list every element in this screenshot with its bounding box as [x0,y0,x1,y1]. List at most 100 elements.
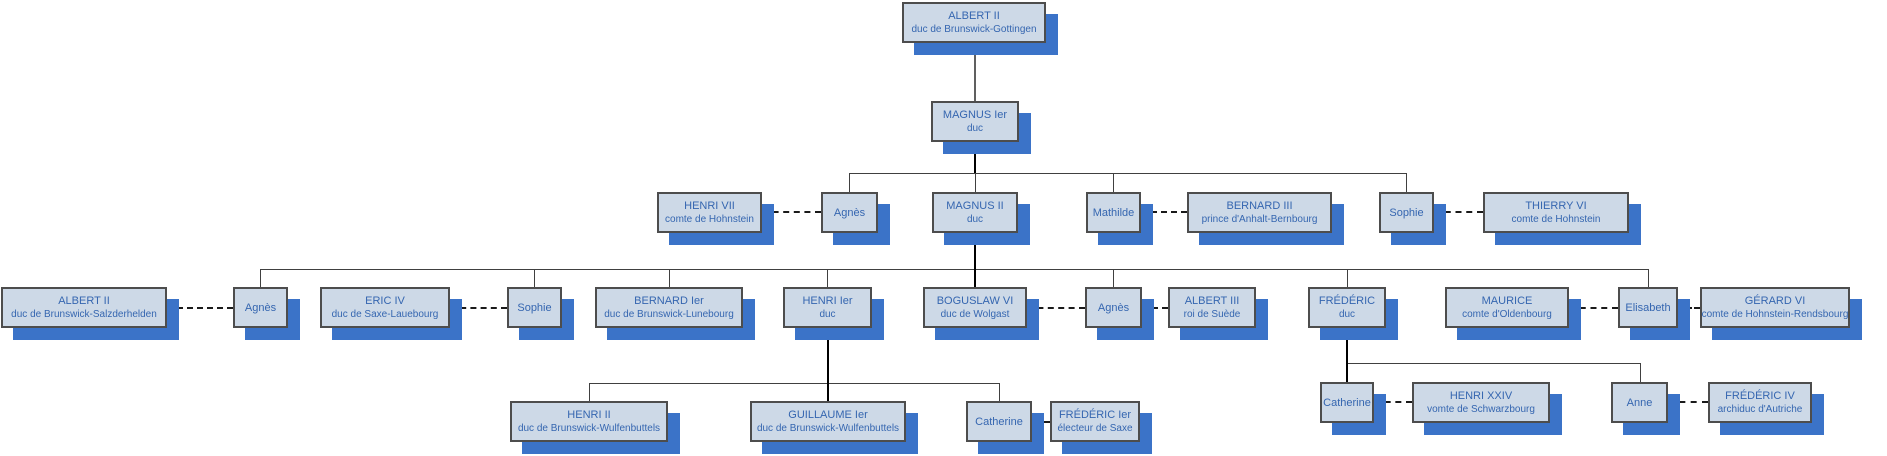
node-albert-iii[interactable]: ALBERT III roi de Suède [1168,287,1256,328]
person-name: HENRI VII [684,200,735,212]
person-name: Anne [1626,396,1653,409]
marriage-dashed-line [1668,401,1708,403]
person-name: Agnès [244,301,277,314]
descent-connector-line [1347,363,1640,364]
child-stub-line [534,269,535,287]
node-catherine-1[interactable]: Catherine [966,401,1032,442]
marriage-dashed-line [1569,307,1618,309]
person-title: comte de Hohnstein-Rendsbourg [1701,309,1849,320]
descent-connector-line [260,269,1648,270]
node-magnus-ier[interactable]: MAGNUS Ier duc [931,101,1019,142]
node-albert-ii-salz[interactable]: ALBERT II duc de Brunswick-Salzderhelden [1,287,167,328]
person-name: ERIC IV [365,295,405,307]
child-stub-line [975,173,976,192]
person-name: FRÉDÉRIC Ier [1058,409,1132,421]
node-bernard-iii[interactable]: BERNARD III prince d'Anhalt-Bernbourg [1187,192,1332,233]
node-agnes-3[interactable]: Agnès [1085,287,1142,328]
person-name: FRÉDÉRIC [1318,295,1376,307]
person-title: duc [966,123,984,134]
person-name: HENRI Ier [802,295,853,307]
person-title: duc de Brunswick-Gottingen [911,24,1037,35]
person-name: BOGUSLAW VI [936,295,1014,307]
node-maurice[interactable]: MAURICE comte d'Oldenbourg [1445,287,1569,328]
person-name: MAGNUS II [946,200,1004,212]
node-eric-iv[interactable]: ERIC IV duc de Saxe-Lauebourg [320,287,450,328]
person-name: BERNARD III [1226,200,1293,212]
person-title: duc [819,309,836,320]
child-stub-line [589,383,590,401]
person-name: Mathilde [1092,206,1135,219]
person-title: archiduc d'Autriche [1717,404,1803,415]
child-stub-line [1640,363,1641,382]
node-frederic-duc[interactable]: FRÉDÉRIC duc [1308,287,1386,328]
marriage-dashed-line [762,211,821,213]
person-title: comte de Hohnstein [1511,214,1601,225]
person-name: Agnès [833,206,866,219]
node-agnes-2[interactable]: Agnès [233,287,288,328]
person-title: duc [1338,309,1356,320]
node-agnes-1[interactable]: Agnès [821,192,878,233]
person-title: prince d'Anhalt-Bernbourg [1201,214,1318,225]
child-stub-line [669,269,670,287]
person-name: BERNARD Ier [634,295,704,307]
person-title: duc de Saxe-Lauebourg [331,309,439,320]
node-gerard-vi[interactable]: GÉRARD VI comte de Hohnstein-Rendsbourg [1700,287,1850,328]
person-title: comte d'Oldenbourg [1462,309,1552,320]
node-catherine-2[interactable]: Catherine [1320,382,1374,423]
node-albert-ii-gottingen[interactable]: ALBERT II duc de Brunswick-Gottingen [902,2,1046,43]
descent-connector-line [589,383,999,384]
marriage-dashed-line [1032,421,1050,423]
child-stub-line [849,173,850,192]
marriage-dashed-line [1678,307,1700,309]
person-name: ALBERT III [1184,295,1240,307]
descent-connector-line [974,233,976,287]
person-title: duc de Brunswick-Salzderhelden [11,309,157,320]
person-name: HENRI II [567,409,611,421]
person-name: Elisabeth [1625,301,1671,314]
node-frederic-ier-saxe[interactable]: FRÉDÉRIC Ier électeur de Saxe [1050,401,1140,442]
node-sophie-1[interactable]: Sophie [1379,192,1434,233]
node-anne[interactable]: Anne [1611,382,1668,423]
person-name: Sophie [517,301,552,314]
person-name: Sophie [1389,206,1424,219]
node-magnus-ii[interactable]: MAGNUS II duc [932,192,1018,233]
marriage-dashed-line [167,307,233,309]
person-title: duc de Brunswick-Wulfenbuttels [517,423,661,434]
node-henri-ier[interactable]: HENRI Ier duc [783,287,872,328]
child-stub-line [1406,173,1407,192]
child-stub-line [1113,269,1114,287]
person-name: Catherine [1323,396,1371,409]
person-name: THIERRY VI [1525,200,1587,212]
node-sophie-2[interactable]: Sophie [507,287,562,328]
child-stub-line [827,269,828,287]
person-name: ALBERT II [58,295,110,307]
person-title: duc de Brunswick-Wulfenbuttels [756,423,900,434]
descent-connector-line [1346,328,1348,382]
marriage-dashed-line [1374,401,1412,403]
node-mathilde[interactable]: Mathilde [1086,192,1141,233]
person-title: duc [966,214,984,225]
person-name: MAURICE [1481,295,1533,307]
node-elisabeth[interactable]: Elisabeth [1618,287,1678,328]
person-name: ALBERT II [948,10,1000,22]
descent-connector-line [974,142,976,173]
node-henri-ii[interactable]: HENRI II duc de Brunswick-Wulfenbuttels [510,401,668,442]
descent-connector-line [827,328,829,401]
person-title: électeur de Saxe [1057,423,1133,434]
person-name: HENRI XXIV [1449,390,1513,402]
child-stub-line [1648,269,1649,287]
root-connector-line [974,44,976,101]
person-name: GÉRARD VI [1744,295,1806,307]
person-title: duc de Wolgast [940,309,1010,320]
child-stub-line [1347,269,1348,287]
node-thierry-vi[interactable]: THIERRY VI comte de Hohnstein [1483,192,1629,233]
person-name: MAGNUS Ier [942,109,1008,121]
person-title: roi de Suède [1183,309,1241,320]
node-boguslaw-vi[interactable]: BOGUSLAW VI duc de Wolgast [923,287,1027,328]
